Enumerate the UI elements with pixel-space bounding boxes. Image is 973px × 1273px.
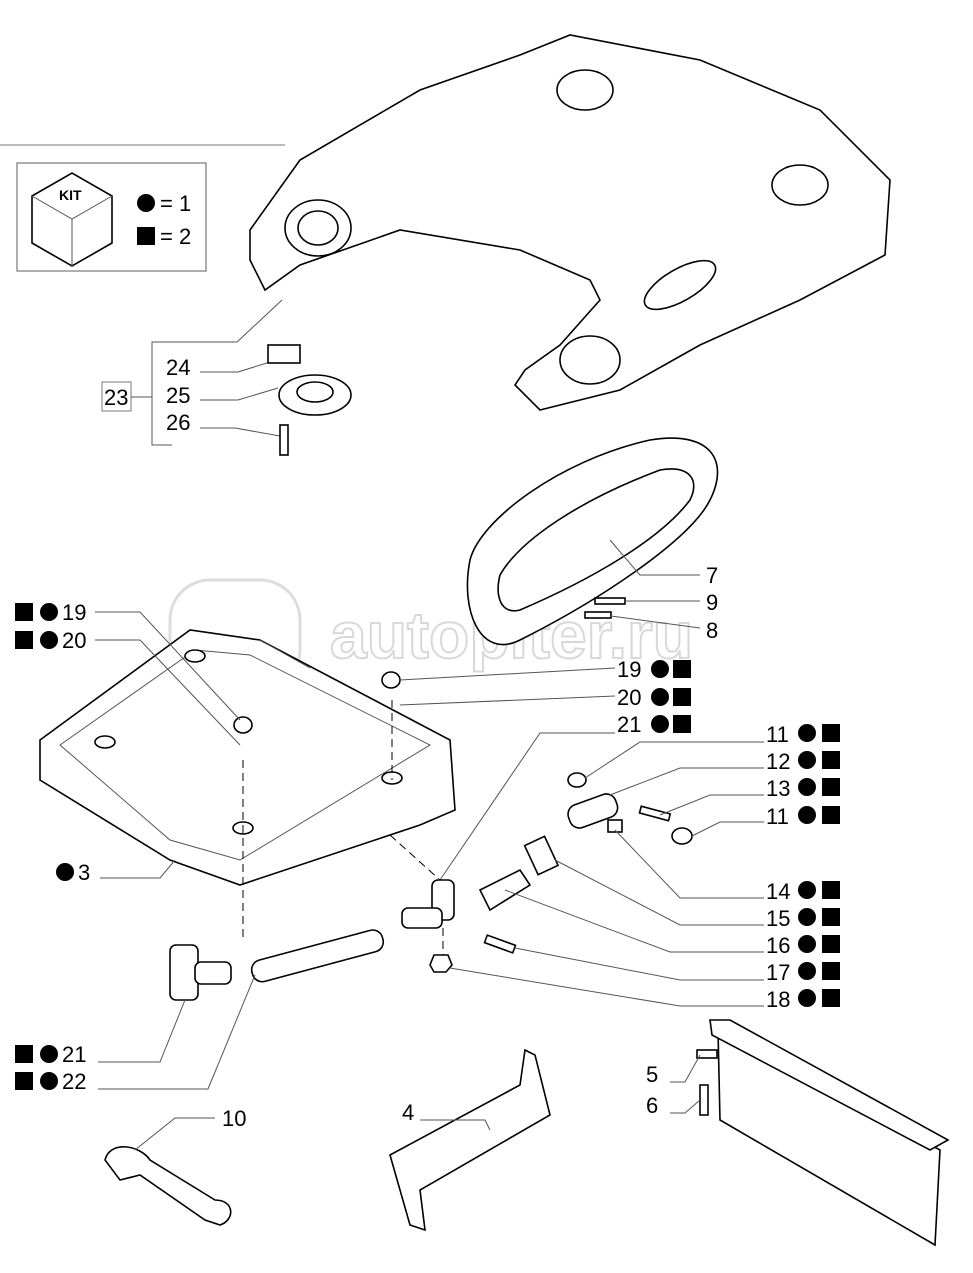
kit-legend: KIT = 1 = 2 — [16, 162, 207, 272]
bracket-4: 4 — [389, 1048, 551, 1232]
kit-label: KIT — [59, 187, 82, 203]
square-marker-icon — [673, 688, 691, 706]
circle-marker-icon — [798, 908, 816, 926]
svg-text:20: 20 — [62, 628, 86, 653]
square-marker-icon — [673, 715, 691, 733]
panel-5: 5 6 — [646, 1019, 950, 1247]
svg-text:25: 25 — [166, 383, 190, 408]
callouts-right-lower: 11 12 13 11 14 15 16 17 18 — [449, 722, 840, 1012]
linkage-assembly — [169, 772, 693, 1001]
handle-10: 10 — [104, 1106, 246, 1226]
circle-marker-icon — [798, 881, 816, 899]
svg-text:4: 4 — [402, 1100, 414, 1125]
circle-marker-icon — [40, 631, 58, 649]
circle-marker-icon — [798, 806, 816, 824]
circle-marker-icon — [651, 715, 669, 733]
kit-markers — [798, 724, 840, 1007]
square-marker-icon — [822, 724, 840, 742]
svg-text:17: 17 — [766, 960, 790, 985]
svg-text:6: 6 — [646, 1093, 658, 1118]
roof-headliner — [249, 34, 891, 411]
square-marker-icon — [15, 631, 33, 649]
svg-text:3: 3 — [78, 860, 90, 885]
circle-marker-icon — [651, 660, 669, 678]
circle-marker-icon — [798, 724, 816, 742]
svg-text:16: 16 — [766, 933, 790, 958]
svg-text:11: 11 — [766, 722, 789, 747]
grab-handle-7: 7 9 8 — [466, 437, 719, 646]
square-marker-icon — [822, 778, 840, 796]
svg-text:26: 26 — [166, 410, 190, 435]
circle-legend-text: = 1 — [160, 191, 191, 216]
square-marker-icon — [15, 603, 33, 621]
circle-marker-icon — [798, 751, 816, 769]
callouts-left-bottom: 21 22 — [15, 974, 256, 1094]
circle-marker-icon — [137, 194, 155, 212]
svg-text:22: 22 — [62, 1069, 86, 1094]
svg-text:7: 7 — [706, 563, 718, 588]
square-marker-icon — [822, 751, 840, 769]
square-marker-icon — [137, 227, 155, 245]
svg-text:21: 21 — [62, 1042, 86, 1067]
svg-text:8: 8 — [706, 618, 718, 643]
circle-marker-icon — [798, 989, 816, 1007]
circle-marker-icon — [651, 688, 669, 706]
circle-marker-icon — [798, 935, 816, 953]
svg-text:19: 19 — [62, 600, 86, 625]
svg-text:5: 5 — [646, 1062, 658, 1087]
circle-marker-icon — [40, 603, 58, 621]
svg-text:15: 15 — [766, 906, 790, 931]
square-marker-icon — [15, 1045, 33, 1063]
svg-text:11: 11 — [766, 804, 789, 829]
square-marker-icon — [822, 908, 840, 926]
svg-text:21: 21 — [617, 712, 641, 737]
circle-marker-icon — [40, 1045, 58, 1063]
square-marker-icon — [822, 935, 840, 953]
circle-marker-icon — [798, 962, 816, 980]
square-marker-icon — [822, 881, 840, 899]
square-marker-icon — [822, 989, 840, 1007]
clip-24 — [267, 344, 301, 364]
callout-3: 3 — [56, 859, 176, 885]
svg-text:23: 23 — [104, 385, 128, 410]
square-marker-icon — [822, 962, 840, 980]
svg-text:20: 20 — [617, 685, 641, 710]
svg-text:10: 10 — [222, 1106, 246, 1131]
square-marker-icon — [822, 806, 840, 824]
kit-cube-icon — [31, 172, 113, 267]
circle-marker-icon — [56, 863, 74, 881]
square-marker-icon — [673, 660, 691, 678]
callouts-left-top: 19 20 — [15, 600, 241, 746]
screw-26 — [279, 424, 289, 456]
svg-text:14: 14 — [766, 879, 790, 904]
svg-text:18: 18 — [766, 987, 790, 1012]
circle-marker-icon — [798, 778, 816, 796]
callouts-right-mid: 19 20 21 — [399, 657, 691, 881]
square-marker-icon — [15, 1072, 33, 1090]
svg-text:24: 24 — [166, 355, 190, 380]
svg-text:9: 9 — [706, 590, 718, 615]
svg-text:12: 12 — [766, 749, 790, 774]
square-legend-text: = 2 — [160, 224, 191, 249]
callout-group-23: 23 24 25 26 — [101, 299, 352, 456]
svg-text:13: 13 — [766, 776, 790, 801]
circle-marker-icon — [40, 1072, 58, 1090]
cover-3 — [39, 629, 456, 940]
svg-text:19: 19 — [617, 657, 641, 682]
